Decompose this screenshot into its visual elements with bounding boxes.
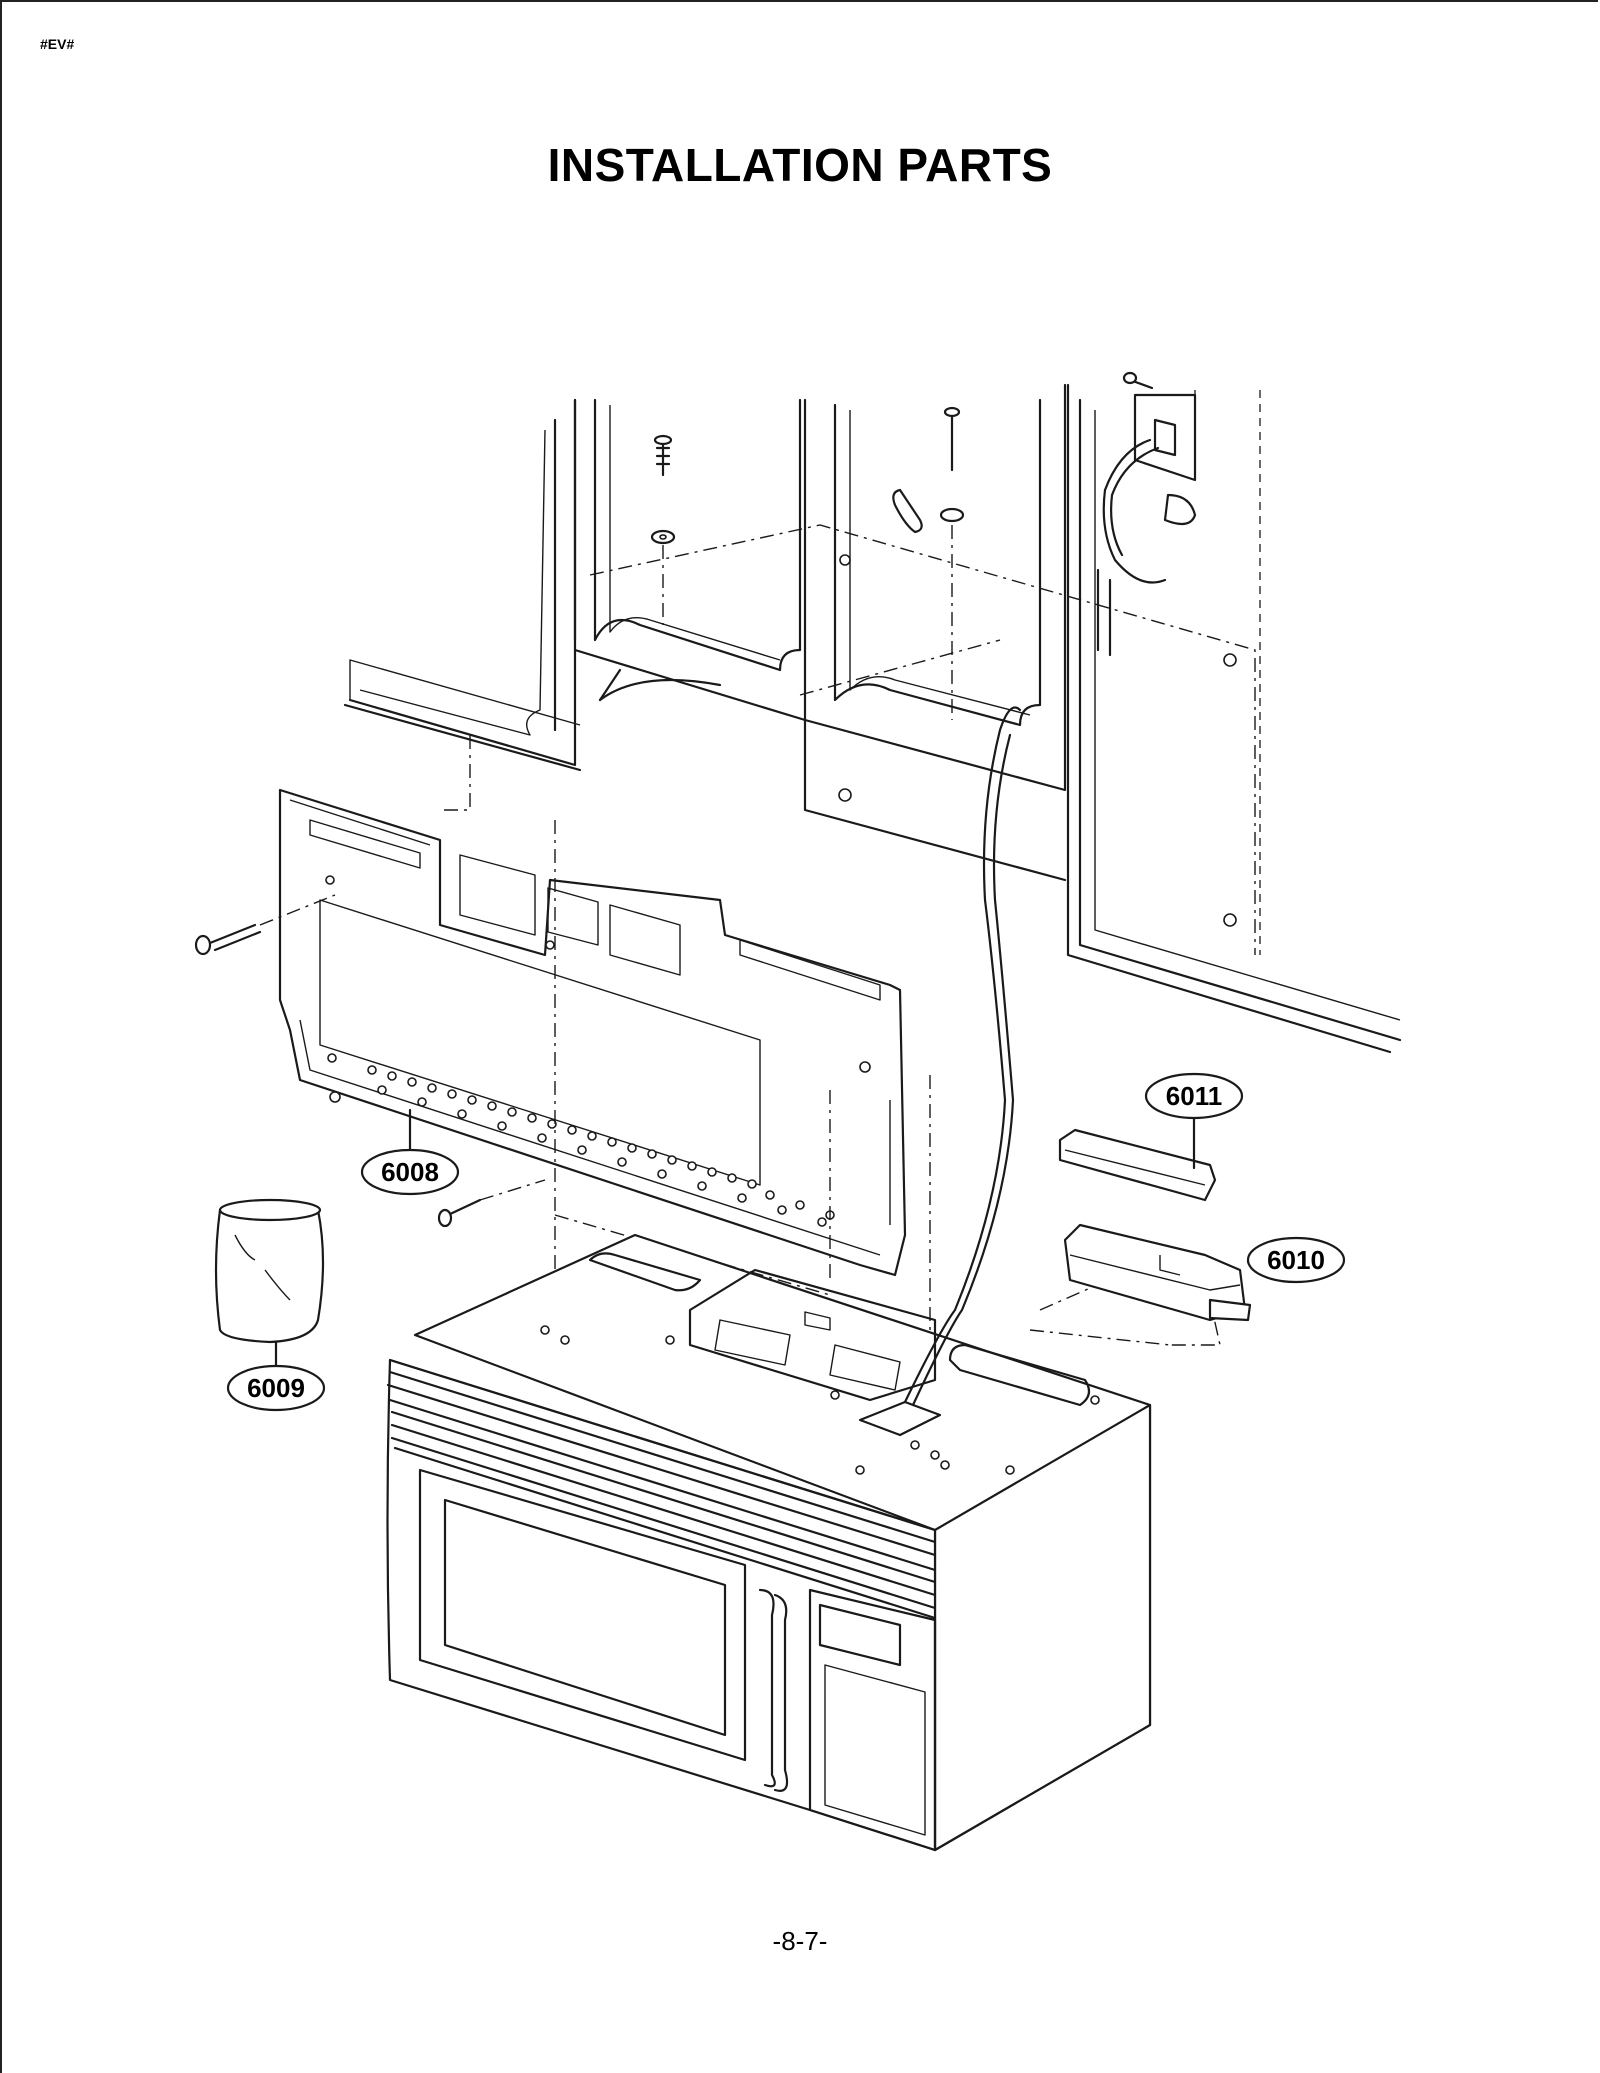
callout-6011-label: 6011 [1166, 1081, 1222, 1111]
wall-cabinets [343, 383, 1402, 1054]
callout-6010: 6010 [1246, 1236, 1346, 1284]
power-outlet [1096, 393, 1197, 657]
mounting-plate [278, 788, 907, 1277]
page-title: INSTALLATION PARTS [547, 139, 1053, 191]
damper-cover [1058, 1128, 1217, 1202]
callout-6009-label: 6009 [247, 1373, 305, 1403]
top-hardware [650, 371, 1154, 720]
callout-6010-label: 6010 [1267, 1245, 1325, 1275]
callout-6008: 6008 [360, 1108, 460, 1196]
bag [214, 1198, 325, 1344]
side-screws [194, 894, 546, 1228]
corner-tag: #EV# [40, 36, 75, 52]
microwave-oven [386, 706, 1152, 1852]
damper-housing [1063, 1223, 1252, 1322]
callout-6011: 6011 [1144, 1072, 1244, 1170]
callout-6008-label: 6008 [381, 1157, 439, 1187]
callout-6009: 6009 [226, 1340, 326, 1412]
plate-holes [325, 875, 871, 1227]
page-number: -8-7- [772, 1926, 828, 1956]
